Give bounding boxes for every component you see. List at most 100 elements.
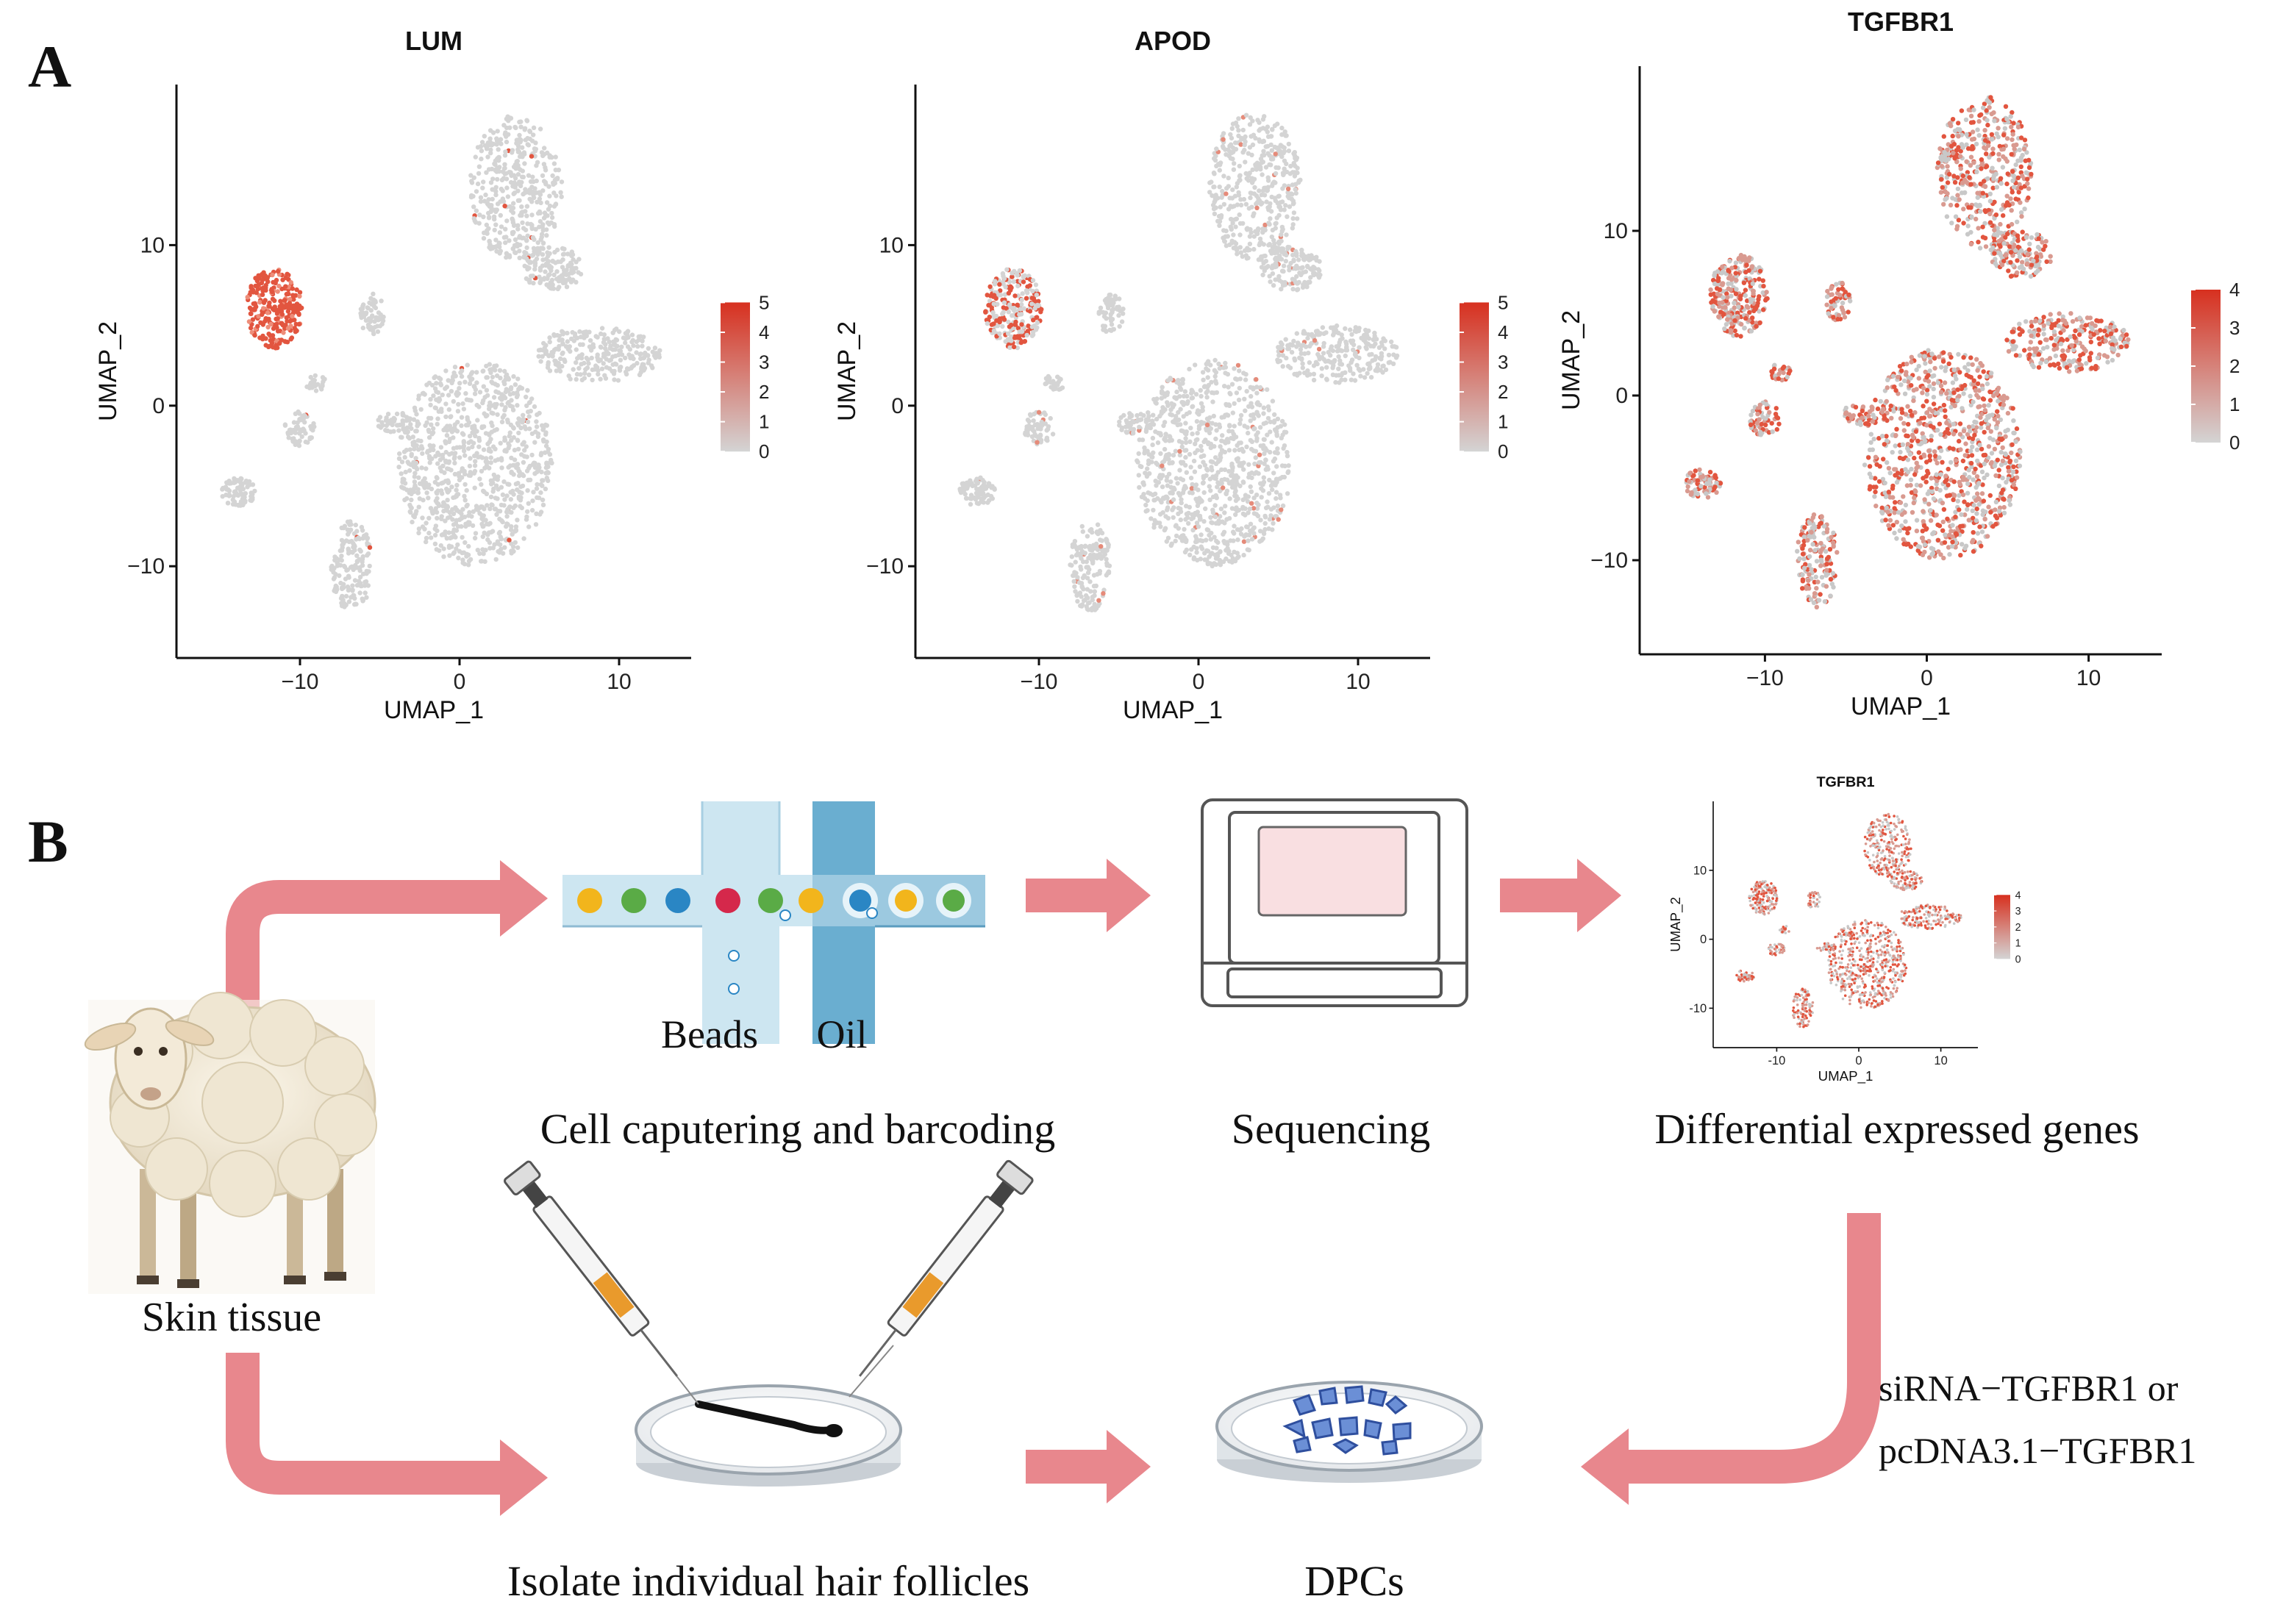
- umap-point: [517, 132, 522, 138]
- umap-point: [1088, 589, 1093, 594]
- umap-point: [1165, 515, 1171, 521]
- umap-point: [492, 227, 497, 233]
- umap-point: [1259, 495, 1264, 500]
- umap-point: [353, 601, 358, 607]
- umap-point: [384, 428, 389, 433]
- umap-point: [1169, 460, 1175, 465]
- umap-point: [524, 245, 529, 251]
- umap-point: [1292, 150, 1298, 155]
- umap-point: [554, 247, 560, 253]
- umap-point: [1276, 517, 1281, 522]
- umap-point: [365, 583, 371, 588]
- umap-point: [1273, 264, 1279, 269]
- umap-point: [1214, 428, 1219, 433]
- umap-point: [1287, 365, 1293, 371]
- umap-point: [532, 237, 537, 242]
- umap-point: [1393, 345, 1399, 350]
- umap-point: [617, 368, 623, 373]
- umap-point: [1271, 505, 1276, 510]
- umap-point: [504, 139, 510, 145]
- umap-point: [1232, 476, 1237, 482]
- umap-point: [451, 550, 457, 555]
- umap-point: [1180, 376, 1185, 382]
- umap-point: [1273, 165, 1279, 171]
- umap-point: [449, 451, 454, 456]
- umap-point: [226, 479, 232, 484]
- umap-point: [1276, 212, 1282, 218]
- umap-point: [461, 407, 467, 412]
- umap-point: [1349, 332, 1354, 337]
- umap-point: [515, 223, 521, 228]
- umap-point: [599, 326, 605, 331]
- umap-point: [416, 530, 421, 536]
- umap-point: [510, 220, 516, 225]
- fibroblast-cluster: [1708, 252, 1770, 339]
- umap-point: [364, 568, 369, 574]
- umap-point: [275, 345, 280, 351]
- umap-point: [501, 393, 507, 399]
- umap-point: [505, 522, 510, 527]
- umap-point: [1232, 507, 1238, 512]
- umap-point: [434, 389, 439, 394]
- umap-point: [1029, 324, 1035, 329]
- umap-point: [1348, 368, 1353, 373]
- umap-point: [531, 125, 537, 130]
- umap-point: [438, 382, 444, 387]
- umap-point: [1020, 291, 1025, 296]
- umap-point: [574, 265, 579, 271]
- umap-point: [439, 516, 444, 521]
- umap-point: [515, 393, 521, 398]
- umap-point: [1221, 529, 1227, 534]
- umap-point: [495, 382, 500, 388]
- umap-point: [1303, 269, 1309, 274]
- umap-point: [522, 263, 527, 268]
- umap-point: [1262, 227, 1268, 233]
- umap-point: [1204, 466, 1210, 472]
- umap-point: [1255, 118, 1260, 123]
- umap-point: [998, 293, 1004, 298]
- umap-point: [532, 154, 537, 159]
- umap-point: [1229, 226, 1235, 232]
- umap-point: [439, 488, 444, 493]
- x-axis-label: UMAP_1: [1123, 696, 1223, 724]
- umap-point: [1218, 453, 1223, 458]
- umap-point: [519, 212, 524, 218]
- umap-point: [540, 497, 546, 503]
- umap-point: [282, 298, 287, 303]
- umap-point: [462, 379, 468, 384]
- umap-point: [374, 315, 379, 321]
- umap-point: [558, 190, 563, 195]
- umap-point: [1118, 415, 1124, 421]
- umap-point: [380, 318, 386, 323]
- umap-point: [1032, 429, 1037, 434]
- umap-point: [1268, 449, 1273, 455]
- umap-point: [424, 382, 429, 387]
- umap-point: [460, 534, 465, 540]
- umap-point: [1182, 535, 1187, 541]
- umap-point: [339, 525, 344, 531]
- umap-point: [1256, 196, 1261, 201]
- umap-point: [1307, 257, 1312, 262]
- umap-point: [423, 423, 428, 428]
- umap-point: [511, 426, 516, 431]
- umap-point: [1242, 147, 1247, 153]
- umap-point: [265, 310, 271, 315]
- umap-point: [1259, 192, 1265, 198]
- umap-point: [502, 368, 507, 374]
- umap-point: [248, 325, 254, 331]
- umap-point: [1230, 145, 1236, 151]
- umap-point: [437, 376, 443, 382]
- umap-point: [509, 208, 514, 213]
- umap-point: [1262, 253, 1268, 259]
- umap-point: [1165, 392, 1170, 398]
- umap-point: [490, 374, 496, 380]
- umap-point: [1319, 373, 1324, 379]
- umap-point: [409, 453, 414, 459]
- umap-point: [1272, 418, 1277, 423]
- umap-point: [1119, 319, 1125, 324]
- umap-point: [566, 277, 572, 282]
- umap-point: [1231, 529, 1236, 534]
- umap-point: [224, 493, 229, 498]
- umap-point: [1160, 384, 1165, 390]
- umap-point: [499, 546, 504, 552]
